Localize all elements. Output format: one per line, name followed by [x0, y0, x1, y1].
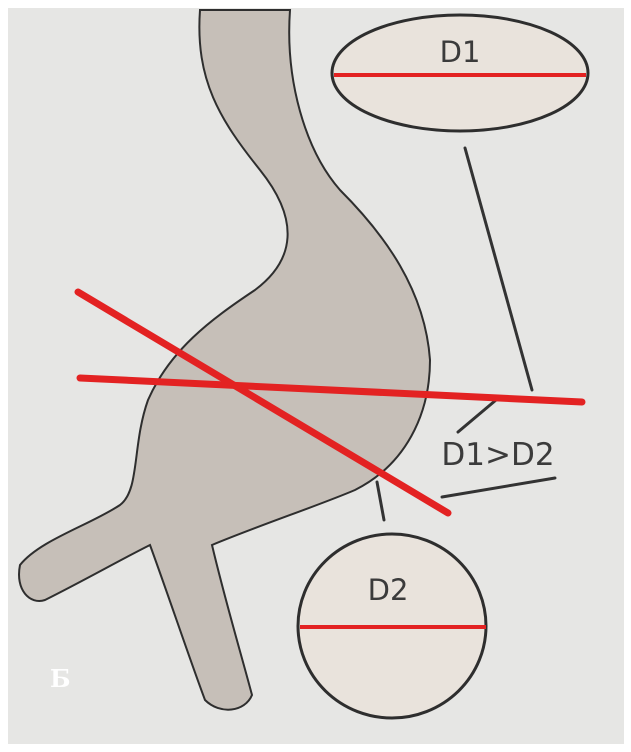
d1-label: D1 — [440, 35, 481, 69]
d1-cross-section: D1 — [332, 15, 588, 131]
d2-label: D2 — [368, 573, 409, 607]
d2-cross-section: D2 — [298, 534, 486, 718]
panel-letter: Б — [50, 664, 71, 693]
comparison-label: D1>D2 — [441, 437, 554, 473]
